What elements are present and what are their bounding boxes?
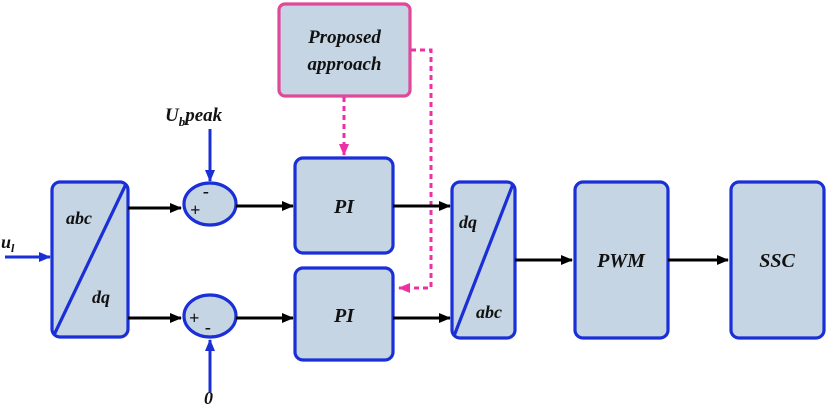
sum-bottom-plus: + — [189, 308, 199, 328]
ref-ubpeak-label: Ubpeak — [165, 105, 223, 129]
abc-dq-top-label: abc — [66, 208, 92, 228]
sum-junction-top — [182, 181, 238, 227]
dq-abc-bottom-label: abc — [476, 302, 502, 322]
ssc-label: SSC — [759, 250, 795, 272]
ref-zero-label: 0 — [204, 388, 213, 408]
dq-abc-diagonal — [452, 183, 515, 337]
pi-top-label: PI — [333, 196, 355, 218]
abc-dq-bottom-label: dq — [92, 287, 110, 307]
proposed-approach-label-line2: approach — [308, 54, 382, 75]
proposed-approach-block — [277, 2, 412, 98]
pi-controller-bottom — [293, 266, 395, 362]
pi-bottom-label: PI — [333, 305, 355, 327]
proposed-approach-label-line1: Proposed — [307, 27, 381, 48]
dq-abc-top-label: dq — [459, 212, 477, 232]
input-ul-label: ul — [1, 232, 15, 255]
abc-dq-diagonal — [52, 183, 128, 336]
proposed-to-pi-bottom-link — [398, 48, 433, 293]
sum-top-minus: - — [203, 181, 209, 201]
ssc-block — [729, 180, 826, 340]
sum-bottom-minus: - — [205, 317, 211, 337]
pwm-label: PWM — [596, 250, 646, 272]
sum-top-plus: + — [190, 200, 200, 220]
sum-junction-bottom — [182, 293, 238, 339]
